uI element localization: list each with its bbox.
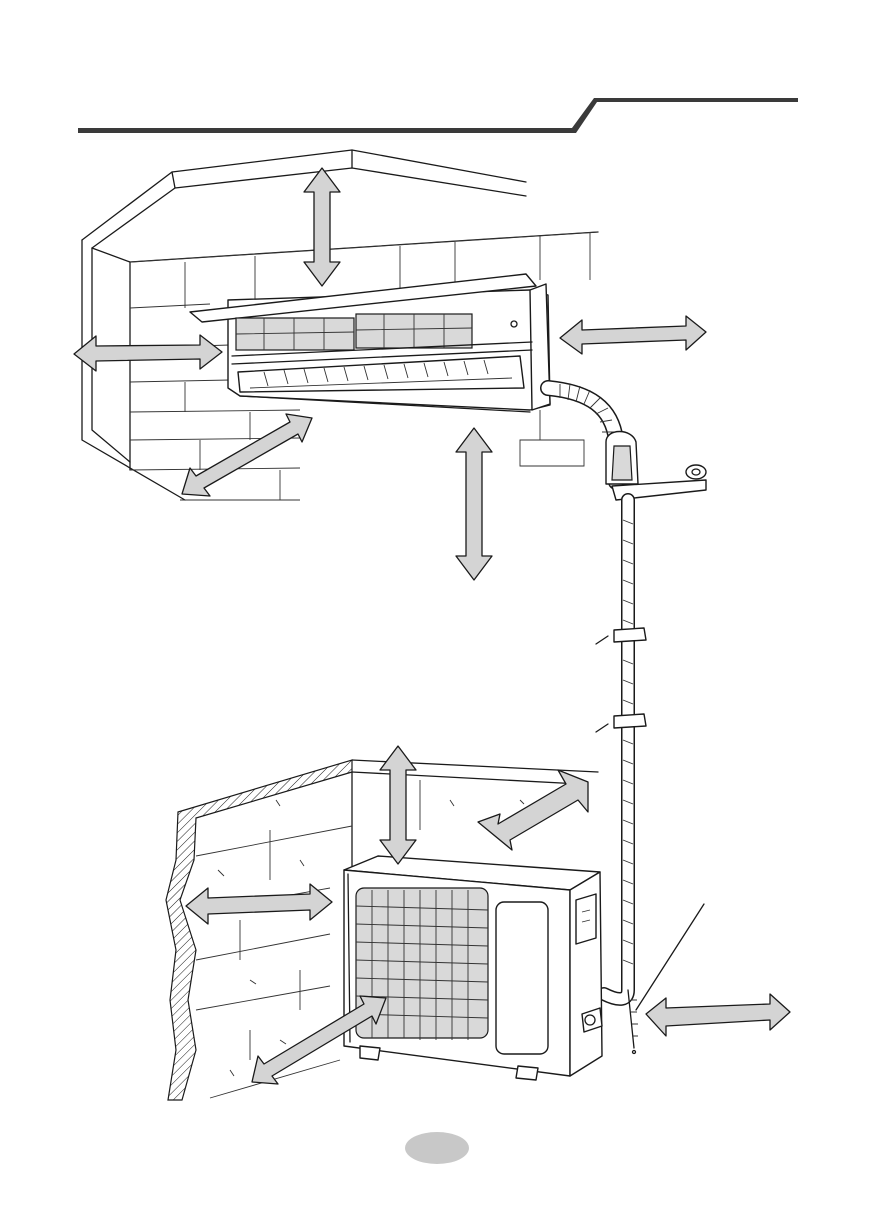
indoor-left-clearance-arrow [74,335,222,371]
indoor-unit [190,274,550,412]
outdoor-right-clearance-arrow [646,994,790,1036]
indoor-right-clearance-arrow [560,316,706,354]
indoor-unit-filter-grille [236,314,472,350]
header-rule [78,98,798,133]
outdoor-unit [344,856,602,1080]
indoor-bottom-clearance-arrow [456,428,492,580]
outdoor-top-clearance-arrow [380,746,416,864]
indoor-front-clearance-arrow [182,414,312,496]
indoor-top-clearance-arrow [304,168,340,286]
outdoor-left-clearance-arrow [186,884,332,924]
page-number-badge [405,1132,469,1164]
